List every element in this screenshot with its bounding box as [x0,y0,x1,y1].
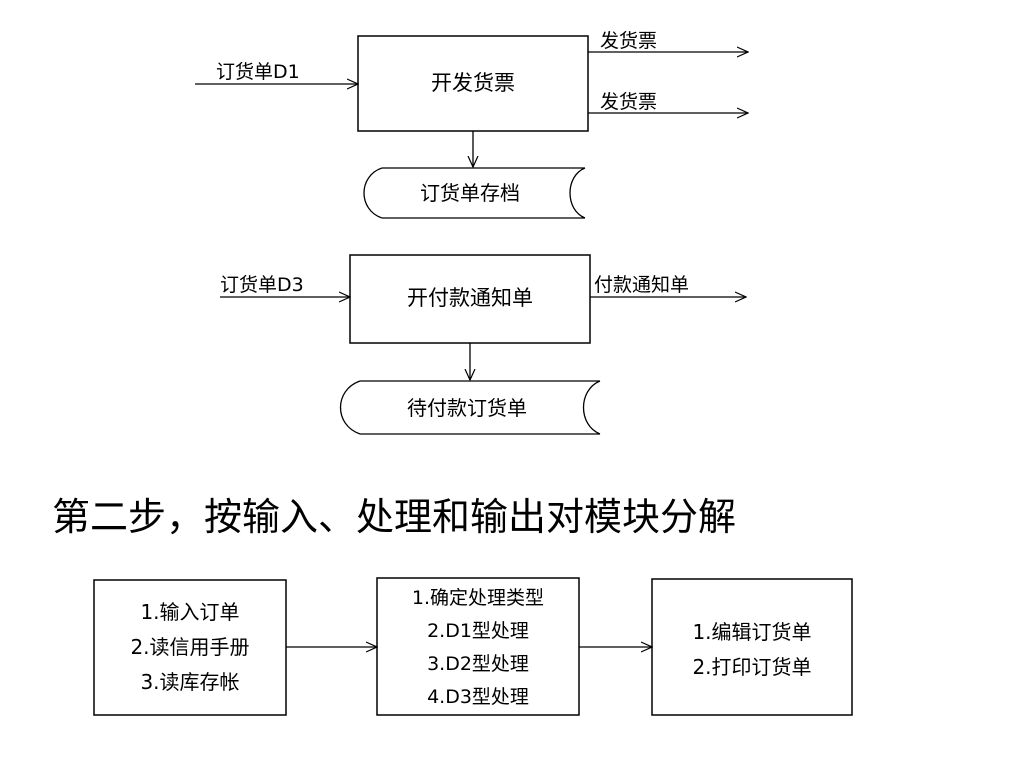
module-process-line-4: 4.D3型处理 [427,686,529,708]
module-input-line-1: 1.输入订单 [140,600,239,624]
diagram1: 订货单D1 开发货票 发货票 发货票 订货单存档 [195,30,748,219]
module-output-line-2: 2.打印订货单 [692,655,811,679]
section-heading: 第二步，按输入、处理和输出对模块分解 [52,495,736,539]
module-process-line-1: 1.确定处理类型 [412,587,544,609]
d1-store-shape [363,167,586,219]
d1-output-bottom-label: 发货票 [600,91,657,113]
d1-process-label: 开发货票 [431,71,515,95]
module-process-line-2: 2.D1型处理 [427,620,529,642]
module-input-line-2: 2.读信用手册 [130,635,249,659]
d2-process-label: 开付款通知单 [407,286,533,310]
d2-output-label: 付款通知单 [594,274,689,296]
module-input-line-3: 3.读库存帐 [140,670,239,694]
d2-store-label: 待付款订货单 [407,396,527,420]
module-box-output [651,578,853,716]
d1-store-label: 订货单存档 [420,181,520,205]
module-output-line-1: 1.编辑订货单 [692,620,811,644]
module-flow: 1.输入订单 2.读信用手册 3.读库存帐 1.确定处理类型 2.D1型处理 3… [93,577,853,716]
d2-store-shape [339,380,601,435]
diagram2: 订货单D3 开付款通知单 付款通知单 待付款订货单 [220,254,746,435]
d1-input-label: 订货单D1 [216,61,300,83]
d2-input-label: 订货单D3 [220,274,304,296]
module-process-line-3: 3.D2型处理 [427,653,529,675]
d1-output-top-label: 发货票 [600,30,657,52]
